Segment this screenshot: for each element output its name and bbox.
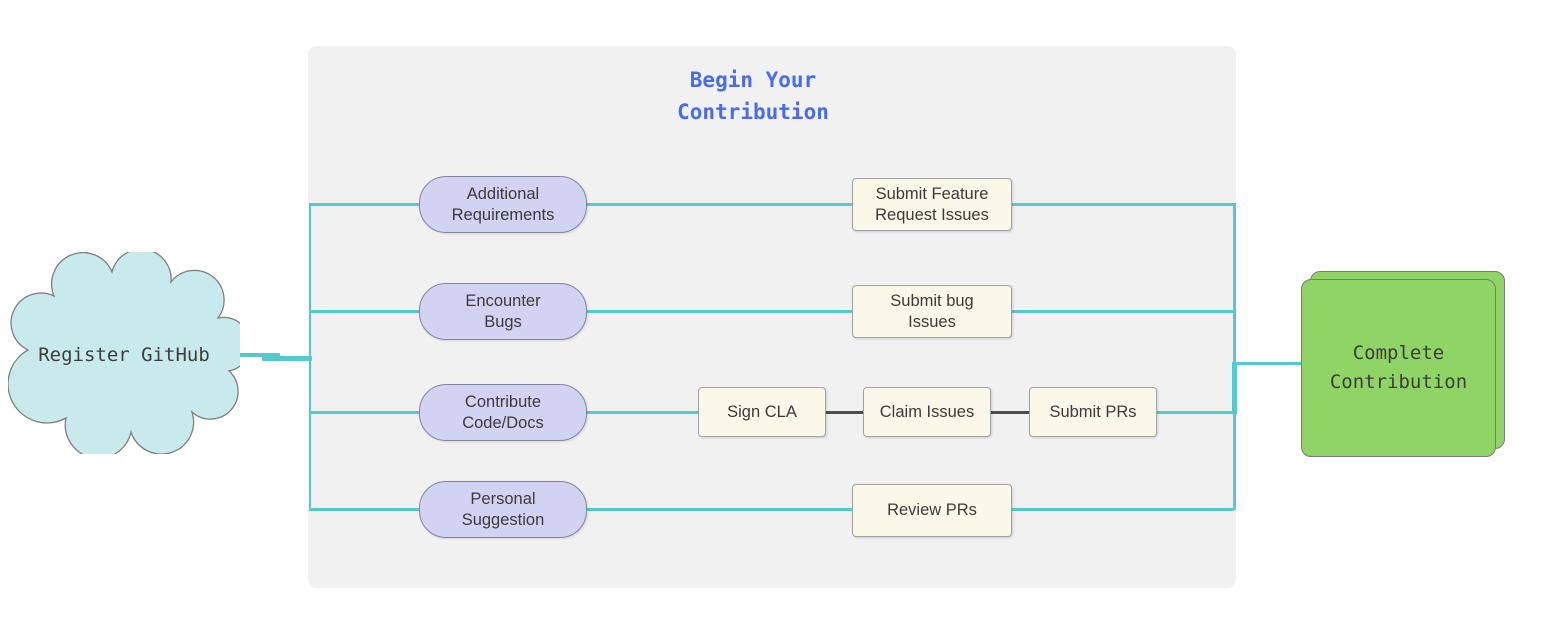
edge-row4-source-to-task <box>587 508 852 511</box>
task-node-submit-bug-issues: Submit bug Issues <box>852 285 1012 338</box>
task-node-review-prs: Review PRs <box>852 484 1012 537</box>
edge-cloud-to-rail-segment2 <box>262 356 312 361</box>
cloud-shape <box>8 252 240 454</box>
source-node-contribute-code-docs: Contribute Code/Docs <box>419 384 587 441</box>
task-node-sign-cla: Sign CLA <box>698 387 826 437</box>
edge-right-rail <box>1233 203 1236 510</box>
start-node-cloud <box>8 252 240 454</box>
start-node-label: Register GitHub <box>38 344 210 366</box>
task-node-claim-issues: Claim Issues <box>863 387 991 437</box>
edge-row3-rail-to-source <box>309 411 419 414</box>
edge-row3-signcla-to-claim <box>826 411 864 414</box>
source-node-personal-suggestion: Personal Suggestion <box>419 481 587 538</box>
edge-row4-task-to-rail <box>1012 508 1234 511</box>
edge-row3-submitprs-to-rail <box>1157 411 1234 414</box>
edge-row1-source-to-task <box>587 203 852 206</box>
edge-row2-source-to-task <box>587 310 852 313</box>
task-node-submit-feature-request-issues: Submit Feature Request Issues <box>852 178 1012 231</box>
edge-row3-source-to-signcla <box>587 411 698 414</box>
source-node-encounter-bugs: Encounter Bugs <box>419 283 587 340</box>
edge-rail-to-end-horizontal <box>1235 361 1302 365</box>
edge-row2-rail-to-source <box>309 310 419 313</box>
edge-row4-rail-to-source <box>309 508 419 511</box>
edge-row2-task-to-rail <box>1012 310 1234 313</box>
edge-row1-task-to-rail <box>1012 203 1234 206</box>
edge-rail-to-end-vertical <box>1231 361 1237 414</box>
edge-row3-claim-to-submitprs <box>991 411 1030 414</box>
edge-row1-rail-to-source <box>309 203 419 206</box>
edge-cloud-to-rail-segment1 <box>232 352 280 357</box>
panel-title: Begin Your Contribution <box>677 68 829 124</box>
source-node-additional-requirements: Additional Requirements <box>419 176 587 233</box>
task-node-submit-prs: Submit PRs <box>1029 387 1157 437</box>
end-node-complete-contribution: Complete Contribution <box>1301 279 1496 457</box>
